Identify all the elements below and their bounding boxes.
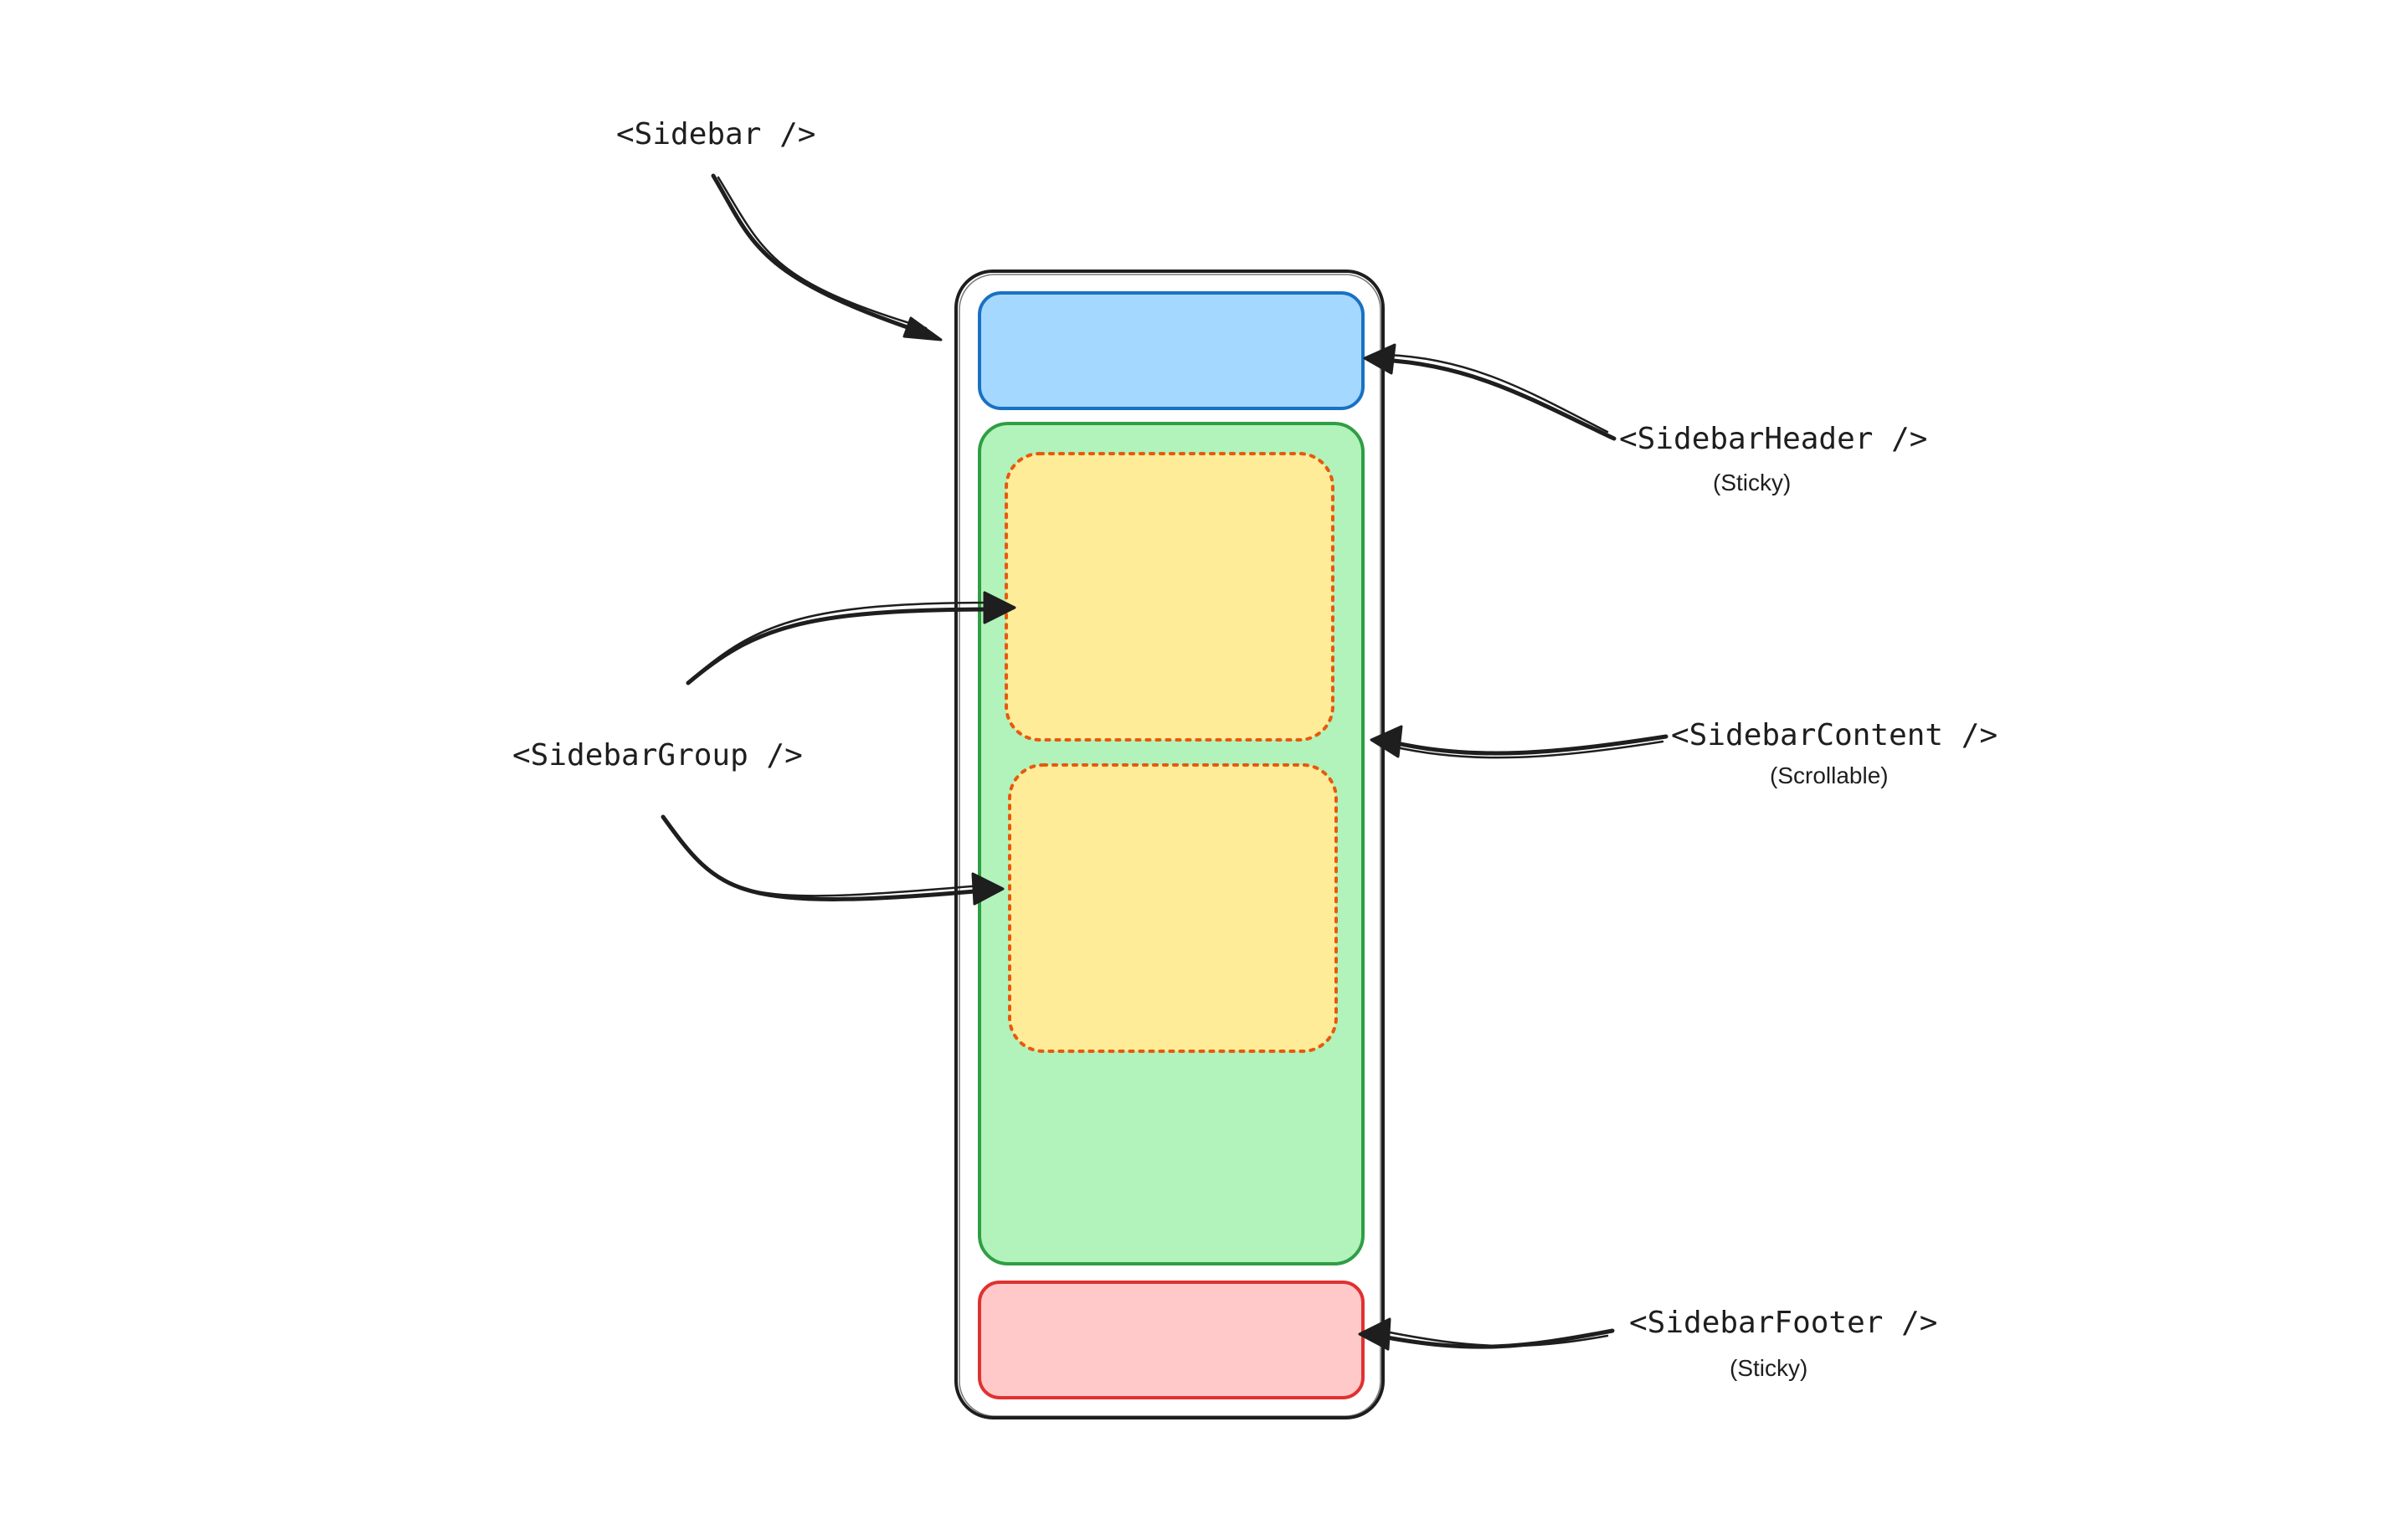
- sidebar-footer-note: (Sticky): [1730, 1355, 1807, 1381]
- sidebar-group-arrow-1: [686, 591, 1016, 685]
- sidebar-group-label: <SidebarGroup />: [512, 738, 803, 773]
- sidebar-header-arrow: [1363, 343, 1617, 441]
- sidebar-content-arrow: [1370, 725, 1668, 759]
- sidebar-footer-arrow: [1358, 1317, 1615, 1351]
- sidebar-content-note: (Scrollable): [1770, 762, 1889, 788]
- sidebar-arrow: [711, 173, 943, 341]
- sidebar-group-box-2: [1008, 763, 1338, 1053]
- sidebar-label: <Sidebar />: [616, 117, 815, 151]
- sidebar-group-arrow-2: [661, 814, 1005, 906]
- sidebar-header-box: [978, 291, 1365, 410]
- sidebar-footer-label: <SidebarFooter />: [1629, 1306, 1937, 1340]
- sidebar-content-label: <SidebarContent />: [1671, 718, 1998, 752]
- sidebar-header-label: <SidebarHeader />: [1619, 422, 1927, 456]
- sidebar-box-sketch-line: [959, 274, 1381, 1417]
- sidebar-header-note: (Sticky): [1713, 470, 1791, 495]
- sidebar-footer-box: [978, 1281, 1365, 1399]
- sidebar-group-box-1: [1005, 452, 1334, 742]
